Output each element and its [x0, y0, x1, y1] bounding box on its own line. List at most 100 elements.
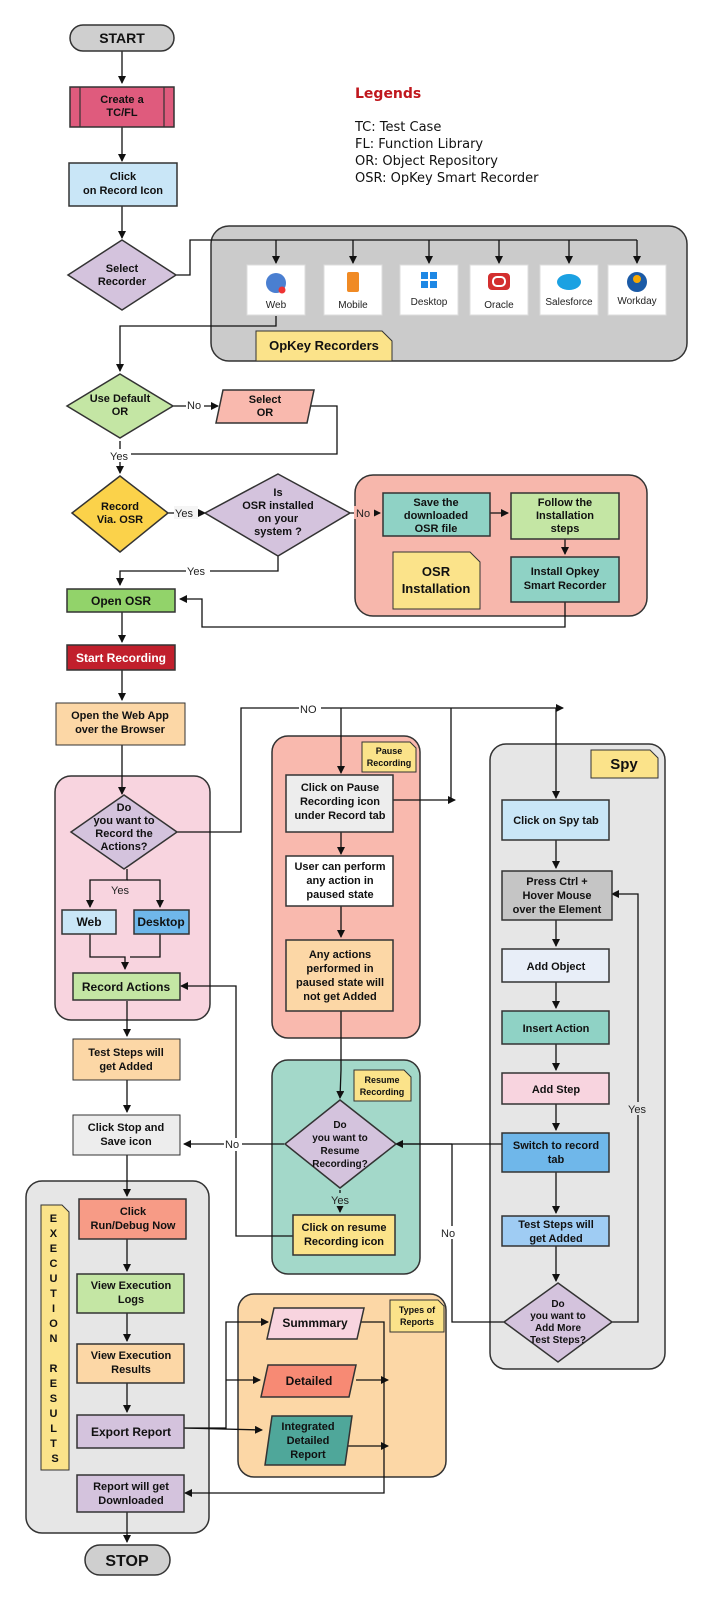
add-step-label: Add Step: [532, 1084, 581, 1096]
edge-label-yes-4: Yes: [111, 885, 129, 897]
use-default-or-decision: [65, 373, 175, 439]
osr-installed-decision: [203, 473, 352, 557]
save-osr-file-box: [382, 492, 491, 537]
edge-label-yes-6: Yes: [628, 1104, 646, 1116]
edge-label-no-2: No: [356, 508, 370, 520]
insert-action-label: Insert Action: [523, 1023, 590, 1035]
legend-title: Legends: [355, 86, 421, 102]
spy-note: [590, 749, 659, 779]
view-logs-box: [76, 1273, 185, 1314]
edge-label-no-4: No: [225, 1139, 239, 1151]
actions-not-added-box: [285, 939, 394, 1012]
recorder-mobile[interactable]: Mobile: [323, 264, 383, 316]
mobile-phone-icon: [347, 272, 359, 292]
web-option-label: Web: [76, 915, 101, 929]
spy-steps-added-box: [501, 1215, 610, 1247]
add-object-label: Add Object: [527, 961, 586, 973]
edge-label-yes-1: Yes: [110, 451, 128, 463]
create-tc-fl-process: [69, 86, 175, 128]
types-of-reports-note: [389, 1299, 445, 1333]
svg-text:Desktop: Desktop: [411, 297, 448, 308]
install-osr-box: [510, 556, 620, 603]
recorder-salesforce[interactable]: Salesforce: [539, 264, 599, 316]
execution-results-vertical-label: E X E C U T I O N R E S U L T S: [49, 1213, 61, 1465]
start-recording-label: Start Recording: [76, 651, 166, 665]
pause-recording-note: [361, 741, 417, 773]
svg-text:Workday: Workday: [617, 296, 656, 307]
click-pause-box: [285, 774, 394, 833]
record-actions-box: [72, 972, 181, 1001]
click-resume-box: [292, 1214, 396, 1256]
start-recording-box: [66, 644, 176, 671]
click-stop-save-box: [72, 1114, 181, 1156]
stop-label: STOP: [105, 1553, 149, 1570]
recorder-web[interactable]: Web: [246, 264, 306, 316]
open-osr-label: Open OSR: [91, 594, 151, 608]
detailed-report-label: Detailed: [286, 1374, 333, 1388]
edge-label-no-3: NO: [300, 704, 317, 716]
edge-label-yes-3: Yes: [187, 566, 205, 578]
follow-installation-box: [510, 492, 620, 540]
legend-line-fl: FL: Function Library: [355, 137, 483, 152]
add-more-steps-decision: [502, 1282, 614, 1363]
salesforce-cloud-icon: [557, 274, 581, 290]
want-record-decision: [69, 794, 179, 870]
integrated-report-box: [264, 1415, 353, 1466]
select-or-box: [215, 389, 315, 424]
record-actions-label: Record Actions: [82, 980, 171, 994]
export-report-box: [76, 1414, 185, 1449]
add-object-box: [501, 948, 610, 983]
osr-installation-note: [392, 551, 481, 610]
edge-label-no-1: No: [187, 400, 201, 412]
svg-text:Salesforce: Salesforce: [545, 297, 593, 308]
switch-record-tab-box: [501, 1132, 610, 1173]
svg-text:Oracle: Oracle: [484, 300, 514, 311]
want-resume-decision: [283, 1099, 398, 1189]
run-debug-box: [78, 1198, 187, 1240]
insert-action-box: [501, 1010, 610, 1045]
opkey-recorders-note: [255, 330, 393, 362]
edge-label-no-5: No: [441, 1228, 455, 1240]
svg-text:Web: Web: [266, 300, 287, 311]
legend-line-osr: OSR: OpKey Smart Recorder: [355, 171, 539, 186]
resume-recording-note: [353, 1069, 412, 1102]
recorder-desktop[interactable]: Desktop: [399, 264, 459, 316]
export-report-label: Export Report: [91, 1425, 171, 1439]
summary-report-box: [266, 1307, 365, 1340]
click-record-icon-box: [68, 162, 178, 207]
recorder-workday[interactable]: Workday: [607, 264, 667, 316]
record-via-osr-decision: [70, 475, 170, 553]
spy-note-label: Spy: [610, 756, 638, 773]
summary-report-label: Summmary: [282, 1316, 348, 1330]
recorder-oracle[interactable]: Oracle: [469, 264, 529, 316]
edge-label-yes-2: Yes: [175, 508, 193, 520]
execution-results-note: [40, 1204, 70, 1471]
detailed-report-box: [260, 1364, 357, 1398]
desktop-option-label: Desktop: [137, 915, 184, 929]
desktop-option-box: [133, 909, 190, 935]
